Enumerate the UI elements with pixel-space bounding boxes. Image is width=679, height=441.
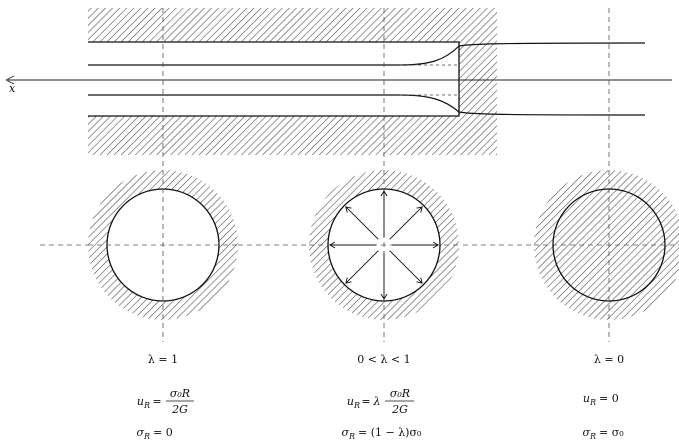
lambda-label-right: λ = 0 [594,353,624,366]
pressure-arrow-shaft [345,250,379,284]
cross-section-lambda-mid [309,170,459,320]
pressure-arrow-head [380,190,388,197]
support-pressure-arrows [329,190,439,300]
u-r-formula-right: uR = 0 [583,392,619,407]
svg-text:uR: uR [583,392,596,407]
pressure-arrow-head [416,206,423,213]
axis-arrow-head [5,75,15,85]
svg-text:2G: 2G [171,403,188,416]
pressure-arrow-shaft [345,206,379,240]
svg-text:= (1 − λ)σ₀: = (1 − λ)σ₀ [358,426,422,439]
pressure-arrow-head [345,277,352,284]
sigma-r-formula-right: σR = σ₀ [582,426,624,441]
svg-text:= 0: = 0 [599,392,619,405]
svg-text:σ₀R: σ₀R [390,387,410,400]
lambda-label-left: λ = 1 [148,353,178,366]
svg-text:uR: uR [347,395,360,410]
pressure-arrow-head [329,241,336,249]
svg-text:σR: σR [582,426,596,441]
svg-text:σR: σR [341,426,355,441]
rock-mass-hatching [88,8,497,155]
case-labels: λ = 1 uR = σ₀R 2G σR = 0 0 < λ < 1 uR = … [136,353,624,441]
sigma-r-formula-left: σR = 0 [136,426,172,441]
pressure-arrow-head [432,241,439,249]
svg-text:σ₀R: σ₀R [170,387,190,400]
svg-text:λ: λ [373,395,381,408]
svg-text:uR: uR [137,395,150,410]
cross-section-lambda-0 [534,170,679,320]
excavation-boundary [88,41,460,117]
pressure-arrow-shaft [389,250,423,284]
svg-text:2G: 2G [391,403,408,416]
invert-profile-line [88,94,646,116]
pressure-arrow-head [416,277,423,284]
axis-label-x: x [9,82,16,95]
u-r-formula-middle: uR = λ σ₀R 2G [347,387,414,416]
svg-text:= σ₀: = σ₀ [599,426,624,439]
u-r-formula-left: uR = σ₀R 2G [137,387,194,416]
pressure-arrow-head [380,293,388,300]
lambda-label-middle: 0 < λ < 1 [357,353,410,366]
svg-text:= 0: = 0 [153,426,173,439]
svg-text:σR: σR [136,426,150,441]
svg-text:=: = [361,395,370,408]
longitudinal-section: x [5,8,672,155]
cross-section-lambda-1 [88,170,238,320]
crown-profile-line [88,42,646,66]
pressure-arrow-shaft [389,206,423,240]
svg-text:=: = [152,395,161,408]
pressure-arrow-head [345,206,352,213]
sigma-r-formula-middle: σR = (1 − λ)σ₀ [341,426,422,441]
